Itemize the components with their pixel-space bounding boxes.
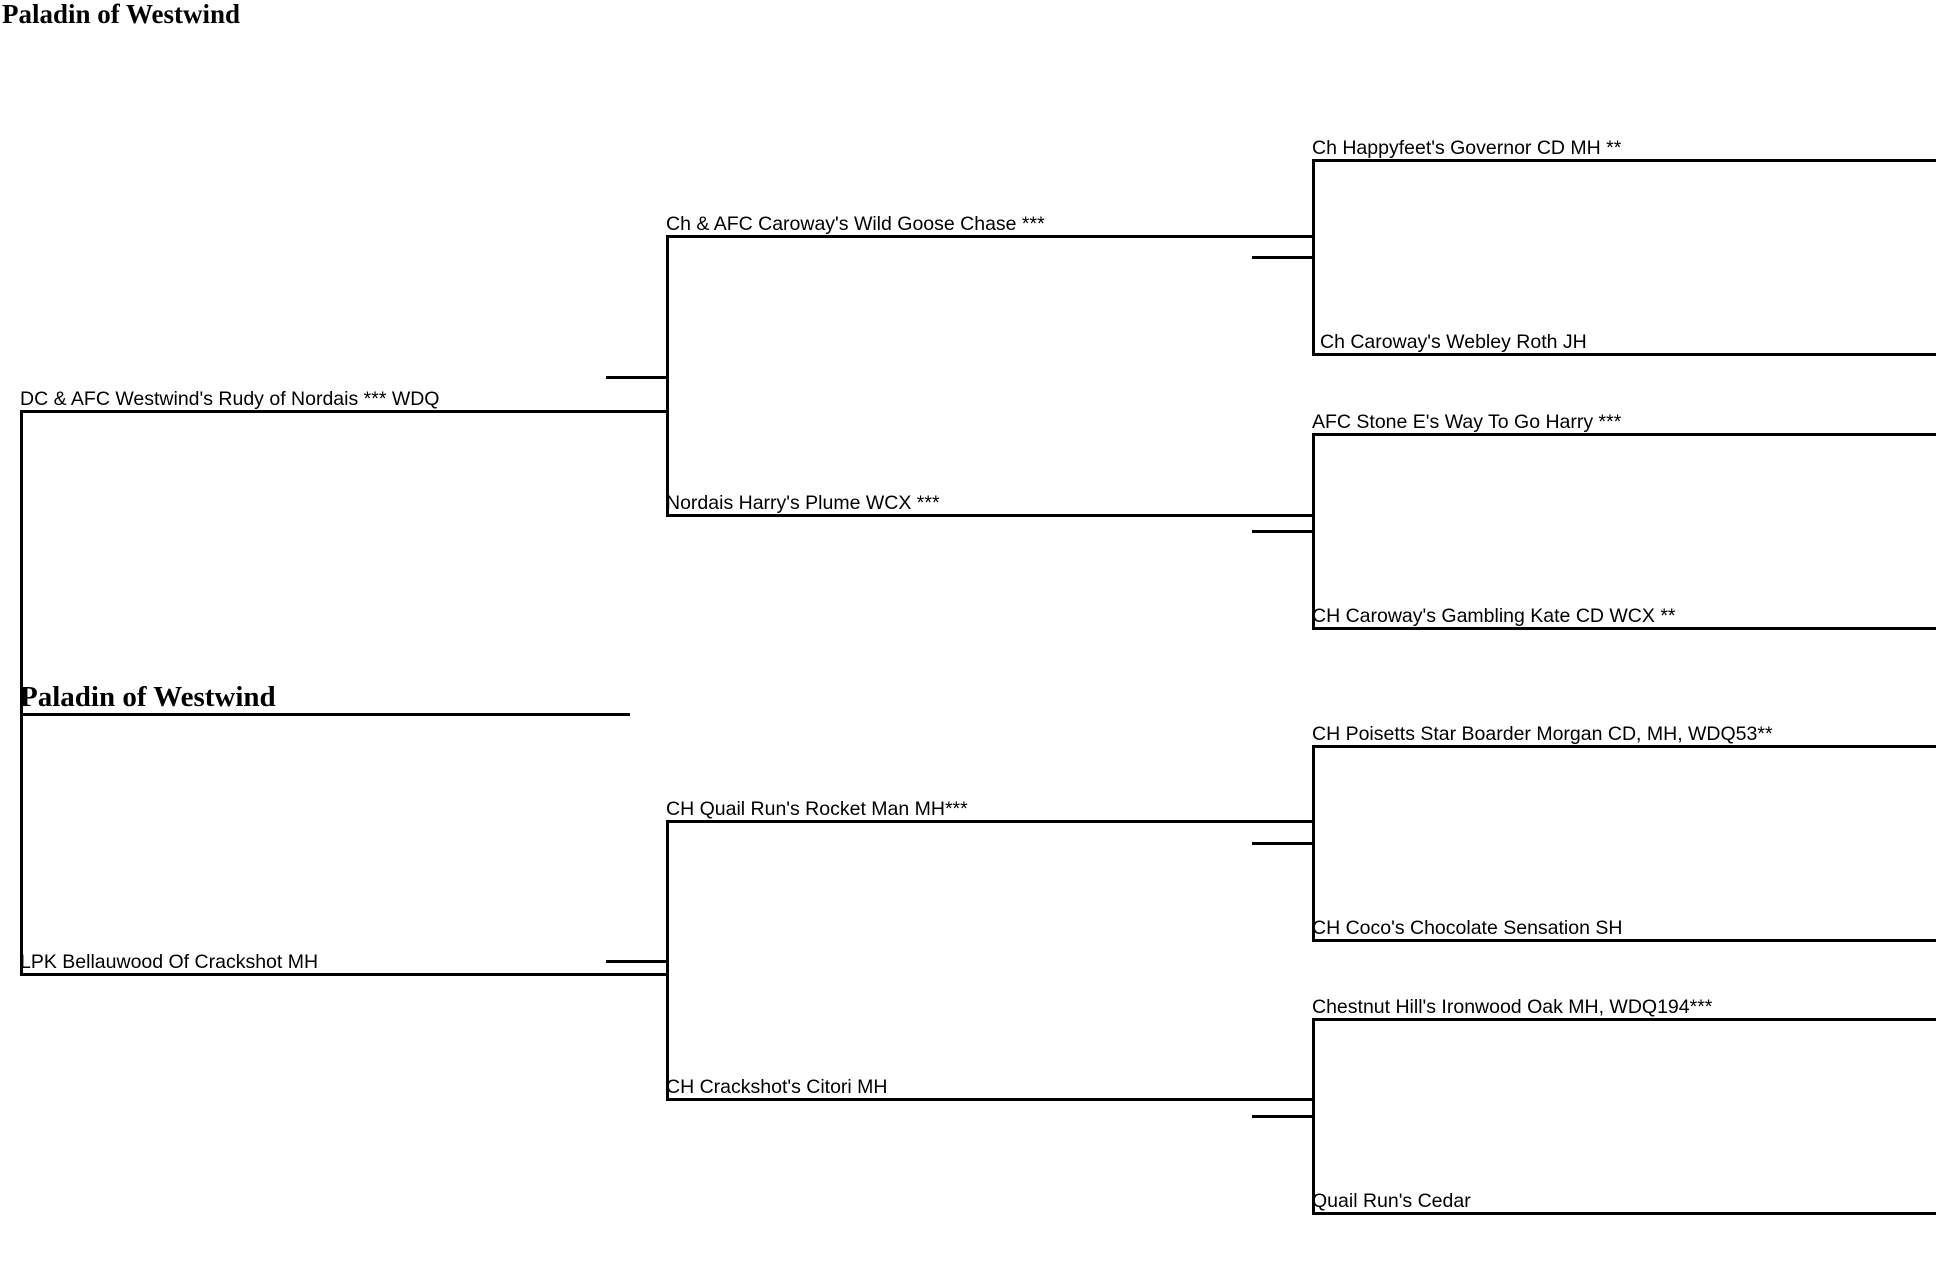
- entry-subject: Paladin of Westwind: [20, 672, 630, 716]
- entry-gen3-sd-sire: AFC Stone E's Way To Go Harry ***: [1312, 392, 1936, 436]
- entry-rule: [666, 820, 1315, 823]
- entry-rule: [1312, 745, 1936, 748]
- entry-label: CH Coco's Chocolate Sensation SH: [1312, 917, 1623, 939]
- entry-rule: [666, 235, 1315, 238]
- entry-rule: [1312, 627, 1936, 630]
- page-title: Paladin of Westwind: [2, 0, 241, 29]
- entry-gen3-dd-dam: Quail Run's Cedar: [1312, 1171, 1936, 1215]
- entry-rule: [1312, 433, 1936, 436]
- entry-label: CH Crackshot's Citori MH: [666, 1076, 888, 1098]
- entry-rule: [20, 713, 630, 716]
- entry-gen1-sire: DC & AFC Westwind's Rudy of Nordais *** …: [20, 369, 669, 413]
- entry-rule: [666, 514, 1315, 517]
- bracket-tick-gen3-sd: [1252, 530, 1315, 533]
- entry-gen2-dam-dam: CH Crackshot's Citori MH: [666, 1057, 1315, 1101]
- entry-gen2-dam-sire: CH Quail Run's Rocket Man MH***: [666, 779, 1315, 823]
- entry-rule: [1312, 939, 1936, 942]
- entry-label: Quail Run's Cedar: [1312, 1190, 1471, 1212]
- entry-label: CH Caroway's Gambling Kate CD WCX **: [1312, 605, 1676, 627]
- entry-rule: [1312, 1018, 1936, 1021]
- entry-gen1-dam: LPK Bellauwood Of Crackshot MH: [20, 932, 669, 976]
- entry-rule: [666, 1098, 1315, 1101]
- entry-label: CH Quail Run's Rocket Man MH***: [666, 798, 968, 820]
- entry-label: CH Poisetts Star Boarder Morgan CD, MH, …: [1312, 723, 1773, 745]
- entry-gen3-dd-sire: Chestnut Hill's Ironwood Oak MH, WDQ194*…: [1312, 977, 1936, 1021]
- entry-gen2-sire-sire: Ch & AFC Caroway's Wild Goose Chase ***: [666, 194, 1315, 238]
- entry-rule: [1312, 1212, 1936, 1215]
- bracket-gen1-root: [20, 410, 23, 976]
- entry-gen3-ss-dam: Ch Caroway's Webley Roth JH: [1312, 312, 1936, 356]
- entry-rule: [1312, 159, 1936, 162]
- bracket-tick-gen2-sire: [606, 376, 669, 379]
- entry-gen3-ds-dam: CH Coco's Chocolate Sensation SH: [1312, 898, 1936, 942]
- entry-label: Chestnut Hill's Ironwood Oak MH, WDQ194*…: [1312, 996, 1713, 1018]
- subject-name: Paladin of Westwind: [20, 681, 276, 713]
- entry-gen3-ss-sire: Ch Happyfeet's Governor CD MH **: [1312, 118, 1936, 162]
- entry-label: Ch Happyfeet's Governor CD MH **: [1312, 137, 1622, 159]
- bracket-tick-gen2-dam: [606, 960, 669, 963]
- entry-label: AFC Stone E's Way To Go Harry ***: [1312, 411, 1622, 433]
- entry-label: Ch & AFC Caroway's Wild Goose Chase ***: [666, 213, 1045, 235]
- entry-label: Nordais Harry's Plume WCX ***: [666, 492, 940, 514]
- entry-gen3-ds-sire: CH Poisetts Star Boarder Morgan CD, MH, …: [1312, 704, 1936, 748]
- entry-label: Ch Caroway's Webley Roth JH: [1320, 331, 1587, 353]
- entry-label: LPK Bellauwood Of Crackshot MH: [20, 951, 319, 973]
- bracket-tick-gen3-ss: [1252, 256, 1315, 259]
- bracket-tick-gen3-dd: [1252, 1115, 1315, 1118]
- entry-gen2-sire-dam: Nordais Harry's Plume WCX ***: [666, 473, 1315, 517]
- entry-gen3-sd-dam: CH Caroway's Gambling Kate CD WCX **: [1312, 586, 1936, 630]
- entry-rule: [20, 410, 669, 413]
- entry-label: DC & AFC Westwind's Rudy of Nordais *** …: [20, 388, 440, 410]
- bracket-tick-gen3-ds: [1252, 842, 1315, 845]
- entry-rule: [20, 973, 669, 976]
- entry-rule: [1312, 353, 1936, 356]
